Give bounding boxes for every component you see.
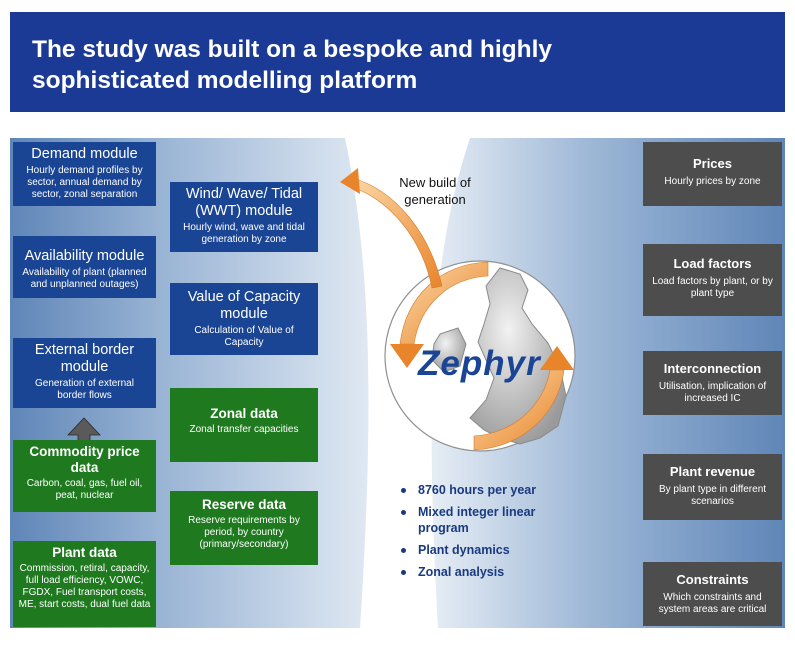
wwt-module-box: Wind/ Wave/ Tidal (WWT) module Hourly wi… — [170, 182, 318, 252]
demand-module-label: Demand module — [31, 146, 138, 162]
interconnection-output-desc: Utilisation, implication of increased IC — [658, 381, 767, 404]
plant-revenue-output-label: Plant revenue — [669, 464, 756, 479]
availability-module-label: Availability module — [24, 248, 145, 264]
demand-module-box: Demand module Hourly demand profiles by … — [13, 142, 156, 206]
feature-item: Plant dynamics — [398, 542, 568, 558]
prices-output-label: Prices — [692, 156, 733, 171]
constraints-output-label: Constraints — [676, 572, 749, 587]
wwt-module-label: Wind/ Wave/ Tidal (WWT) module — [185, 186, 303, 219]
diagram-area: Demand module Hourly demand profiles by … — [0, 138, 795, 651]
load-factors-output-desc: Load factors by plant, or by plant type — [652, 276, 773, 299]
prices-output-desc: Hourly prices by zone — [664, 176, 761, 187]
zonal-data-desc: Zonal transfer capacities — [189, 424, 299, 435]
zephyr-logo: Zephyr — [418, 344, 541, 383]
availability-module-desc: Availability of plant (planned and unpla… — [22, 267, 147, 290]
prices-output-box: Prices Hourly prices by zone — [643, 142, 782, 206]
constraints-output-desc: Which constraints and system areas are c… — [658, 592, 767, 615]
load-factors-output-box: Load factors Load factors by plant, or b… — [643, 244, 782, 316]
interconnection-output-box: Interconnection Utilisation, implication… — [643, 351, 782, 415]
feature-item: 8760 hours per year — [398, 482, 568, 498]
zonal-data-box: Zonal data Zonal transfer capacities — [170, 388, 318, 462]
load-factors-output-label: Load factors — [673, 256, 752, 271]
value-of-capacity-module-label: Value of Capacity module — [187, 289, 301, 322]
cycle-arrow-bottom-head — [540, 346, 574, 370]
value-of-capacity-module-box: Value of Capacity module Calculation of … — [170, 283, 318, 355]
plant-revenue-output-box: Plant revenue By plant type in different… — [643, 454, 782, 520]
external-border-module-desc: Generation of external border flows — [35, 378, 134, 401]
plant-revenue-output-desc: By plant type in different scenarios — [658, 484, 767, 507]
demand-module-desc: Hourly demand profiles by sector, annual… — [26, 165, 143, 200]
cycle-arrow-top-head — [390, 344, 424, 368]
wwt-module-desc: Hourly wind, wave and tidal generation b… — [183, 222, 305, 245]
zonal-data-label: Zonal data — [210, 406, 278, 421]
feature-item: Zonal analysis — [398, 564, 568, 580]
reserve-data-label: Reserve data — [201, 497, 287, 512]
availability-module-box: Availability module Availability of plan… — [13, 236, 156, 298]
ireland-map — [431, 327, 467, 373]
feature-item: Mixed integer linear program — [398, 504, 568, 536]
reserve-data-desc: Reserve requirements by period, by count… — [188, 515, 300, 550]
value-of-capacity-module-desc: Calculation of Value of Capacity — [194, 325, 294, 348]
plant-data-label: Plant data — [52, 545, 117, 560]
plant-data-desc: Commission, retiral, capacity, full load… — [18, 563, 151, 610]
commodity-price-data-label: Commodity price data — [29, 444, 140, 475]
external-border-module-box: External border module Generation of ext… — [13, 338, 156, 408]
constraints-output-box: Constraints Which constraints and system… — [643, 562, 782, 626]
commodity-price-data-desc: Carbon, coal, gas, fuel oil, peat, nucle… — [26, 478, 143, 501]
commodity-price-data-box: Commodity price data Carbon, coal, gas, … — [13, 440, 156, 512]
title-banner: The study was built on a bespoke and hig… — [10, 12, 785, 112]
reserve-data-box: Reserve data Reserve requirements by per… — [170, 491, 318, 565]
slide-title: The study was built on a bespoke and hig… — [32, 36, 553, 94]
feature-list: 8760 hours per year Mixed integer linear… — [398, 482, 568, 586]
external-border-module-label: External border module — [34, 342, 135, 375]
new-build-label: New build of generation — [399, 175, 471, 207]
interconnection-output-label: Interconnection — [663, 361, 762, 376]
plant-data-box: Plant data Commission, retiral, capacity… — [13, 541, 156, 627]
new-build-arrow-head — [340, 168, 360, 194]
